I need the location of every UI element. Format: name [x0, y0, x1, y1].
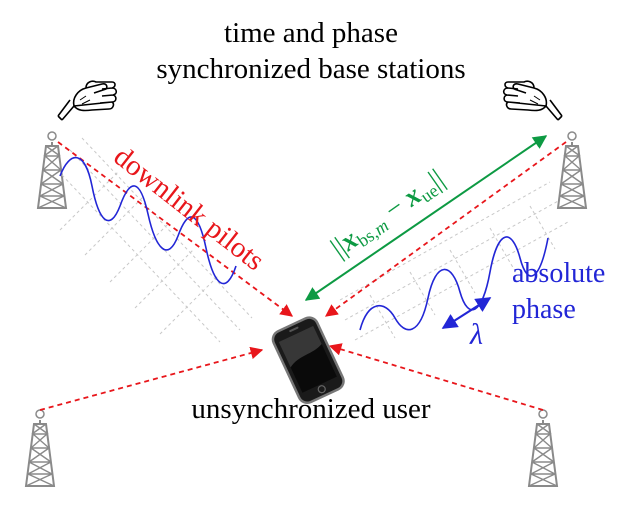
- pilot-arrow-bottom-left: [39, 346, 264, 411]
- wavelength-arrow: [441, 297, 492, 329]
- left-wave: [59, 156, 237, 285]
- downlink-pilots-label: downlink pilots: [108, 140, 271, 277]
- user-label: unsynchronized user: [191, 393, 431, 425]
- right-wave: [359, 236, 549, 331]
- pilot-arrow-top-left: [57, 141, 294, 317]
- title-line-1: time and phase: [224, 17, 398, 49]
- left-wave-grid: [59, 137, 253, 343]
- antenna-tower-icon-top-right: [557, 131, 587, 209]
- pilot-arrow-bottom-right: [328, 343, 544, 411]
- pointing-hand-icon-left: [57, 80, 118, 121]
- pointing-hand-icon-right: [502, 80, 563, 121]
- phase-label: phase: [512, 294, 576, 325]
- wavelength-label: λ: [469, 318, 483, 351]
- absolute-label: absolute: [512, 258, 605, 289]
- antenna-tower-icon-bottom-right: [528, 409, 558, 487]
- smartphone-icon: [271, 316, 345, 404]
- title-line-2: synchronized base stations: [156, 53, 465, 85]
- antenna-tower-icon-bottom-left: [25, 409, 55, 487]
- distance-arrow: [304, 135, 548, 301]
